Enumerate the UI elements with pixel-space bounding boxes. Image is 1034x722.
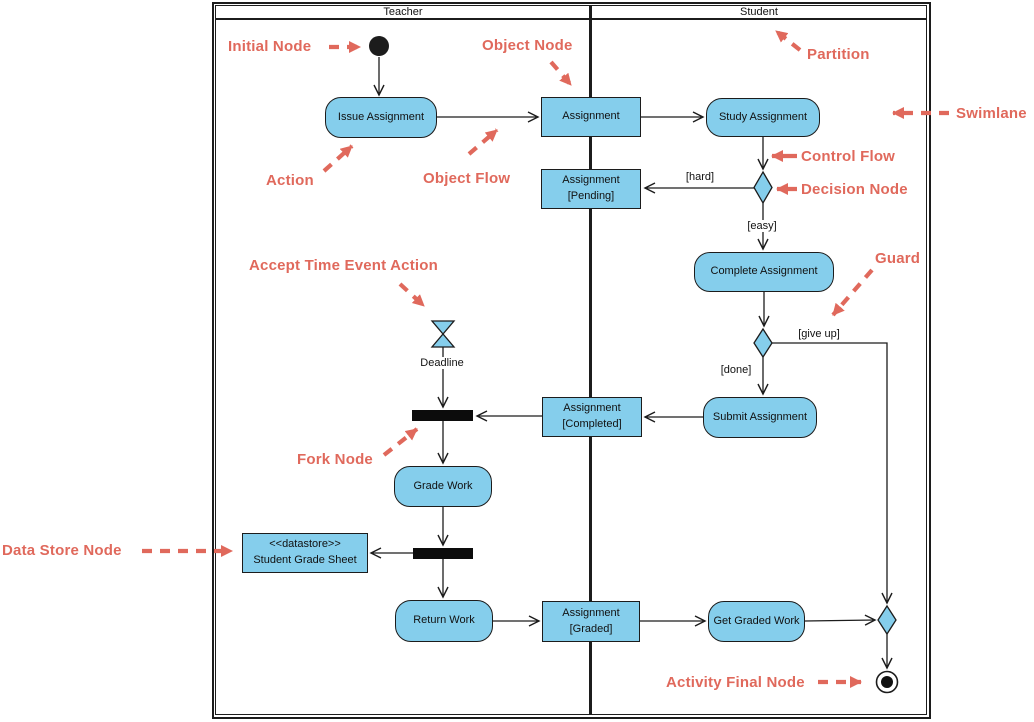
datastore-stereotype: <<datastore>> (269, 538, 341, 551)
annotation-fork-node: Fork Node (297, 451, 373, 468)
annotation-object-node: Object Node (482, 37, 573, 54)
action-label: Submit Assignment (712, 410, 808, 423)
annotation-data-store-node: Data Store Node (2, 542, 122, 559)
initial-node[interactable] (369, 36, 389, 56)
datastore-label: Student Grade Sheet (253, 554, 357, 566)
annotation-guard: Guard (875, 250, 921, 267)
guard-done: [done] (718, 364, 754, 376)
annotation-arrow-action (322, 144, 354, 173)
action-label: Complete Assignment (710, 265, 818, 278)
annotation-arrow-guard (831, 268, 874, 317)
annotation-arrow-object-node (549, 60, 573, 87)
annotation-activity-final-node: Activity Final Node (666, 674, 805, 691)
action-label: Grade Work (413, 479, 473, 492)
guard-hard: [hard] (683, 171, 717, 183)
decision-node-1[interactable] (753, 170, 773, 205)
time-event-label: Deadline (418, 357, 466, 369)
annotation-object-flow: Object Flow (423, 170, 511, 187)
annotation-arrow-fork-node (382, 427, 419, 457)
object-node-state: [Completed] (562, 418, 622, 430)
action-submit-assignment[interactable]: Submit Assignment (703, 397, 817, 438)
fork-node[interactable] (412, 410, 473, 421)
data-store-node[interactable]: <<datastore>> Student Grade Sheet (242, 533, 368, 573)
action-study-assignment[interactable]: Study Assignment (706, 98, 820, 137)
annotation-initial-node: Initial Node (228, 38, 312, 55)
partition-divider (589, 5, 592, 715)
object-node-assignment-pending[interactable]: Assignment [Pending] (541, 169, 641, 209)
annotation-arrow-partition (774, 29, 802, 52)
action-label: Study Assignment (718, 110, 808, 123)
annotation-arrow-accept-time-event (398, 282, 426, 308)
guard-easy: [easy] (745, 220, 779, 232)
diagram-frame (212, 2, 931, 719)
object-node-label: Assignment (562, 606, 620, 619)
flow-getgraded-to-merge (804, 614, 877, 626)
action-get-graded-work[interactable]: Get Graded Work (708, 601, 805, 642)
object-node-label: Assignment (562, 110, 620, 123)
decision-node-2[interactable] (753, 327, 773, 359)
partition-header-row: Teacher Student (215, 5, 927, 20)
action-grade-work[interactable]: Grade Work (394, 466, 492, 507)
action-label: Issue Assignment (337, 110, 425, 123)
object-node-state: [Pending] (567, 190, 615, 202)
annotation-control-flow: Control Flow (801, 148, 896, 165)
object-node-assignment-completed[interactable]: Assignment [Completed] (542, 397, 642, 437)
action-return-work[interactable]: Return Work (395, 600, 493, 642)
object-node-assignment[interactable]: Assignment (541, 97, 641, 137)
object-node-assignment-graded[interactable]: Assignment [Graded] (542, 601, 640, 642)
action-issue-assignment[interactable]: Issue Assignment (325, 97, 437, 138)
annotation-partition: Partition (807, 46, 870, 63)
merge-node[interactable] (877, 604, 897, 636)
annotation-decision-node: Decision Node (801, 181, 908, 198)
object-node-label: Assignment (563, 402, 621, 415)
object-node-label: Assignment (562, 174, 620, 187)
object-node-state: [Graded] (569, 622, 613, 635)
annotation-action: Action (266, 172, 314, 189)
annotation-swimlane: Swimlane (956, 105, 1027, 122)
annotation-arrow-object-flow (467, 128, 499, 156)
join-node[interactable] (413, 548, 473, 559)
partition-header-student[interactable]: Student (740, 5, 778, 18)
guard-give-up: [give up] (796, 328, 842, 340)
action-complete-assignment[interactable]: Complete Assignment (694, 252, 834, 292)
swimlane-pool (215, 5, 927, 715)
annotation-accept-time-event: Accept Time Event Action (249, 257, 439, 274)
action-label: Get Graded Work (713, 614, 800, 627)
flow-give-up-to-merge (772, 342, 893, 605)
action-label: Return Work (413, 614, 475, 627)
partition-header-teacher[interactable]: Teacher (383, 5, 423, 18)
accept-time-event-node[interactable] (430, 320, 456, 348)
activity-final-node-core (881, 676, 893, 688)
